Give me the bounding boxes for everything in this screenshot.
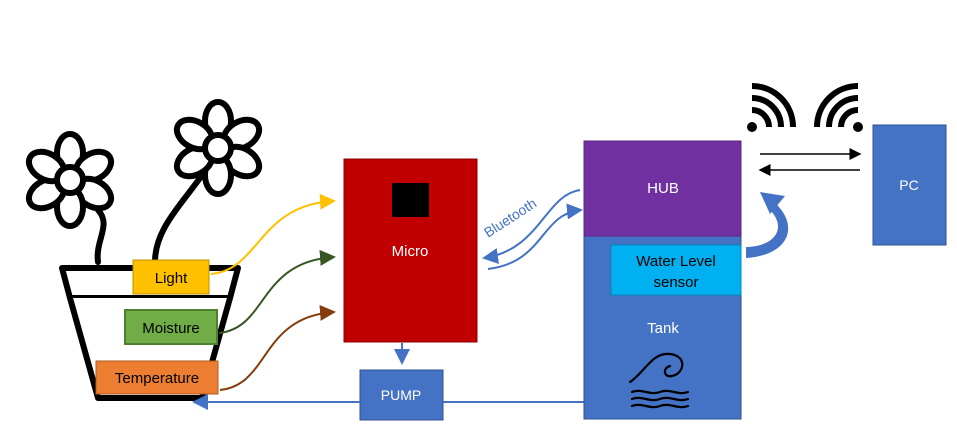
- temperature-sensor-label: Temperature: [115, 370, 199, 387]
- moisture-sensor-box: Moisture: [124, 309, 218, 345]
- hub-label: HUB: [647, 180, 679, 197]
- wifi-icon-left: [747, 83, 796, 132]
- moisture-sensor-label: Moisture: [142, 320, 200, 337]
- light-sensor-label: Light: [155, 270, 188, 287]
- micro-label: Micro: [392, 243, 429, 260]
- pump-label: PUMP: [381, 387, 421, 403]
- temperature-sensor-box: Temperature: [95, 360, 219, 395]
- plant-pot-icon: [24, 102, 265, 401]
- light-sensor-box: Light: [132, 259, 210, 295]
- moisture-arrow: [218, 249, 336, 334]
- micro-box: Micro: [343, 158, 478, 343]
- water-level-label-line2: sensor: [653, 274, 698, 291]
- pc-box: PC: [872, 124, 947, 246]
- wave-icon: [628, 352, 690, 409]
- pump-box: PUMP: [359, 369, 444, 421]
- temperature-arrow: [219, 304, 336, 391]
- water-level-hub-arrow: [746, 192, 789, 258]
- pc-label: PC: [899, 177, 918, 193]
- tank-label: Tank: [647, 320, 679, 337]
- hub-box: HUB: [583, 140, 742, 237]
- light-arrow: [210, 193, 336, 275]
- bluetooth-arrow-to-hub: [487, 203, 583, 270]
- water-level-sensor-box: Water Level sensor: [610, 244, 742, 296]
- bluetooth-arrow-to-micro: [482, 189, 581, 264]
- water-level-label-line1: Water Level: [636, 253, 715, 270]
- wifi-icon-right: [814, 83, 863, 132]
- chip-icon: [392, 183, 429, 217]
